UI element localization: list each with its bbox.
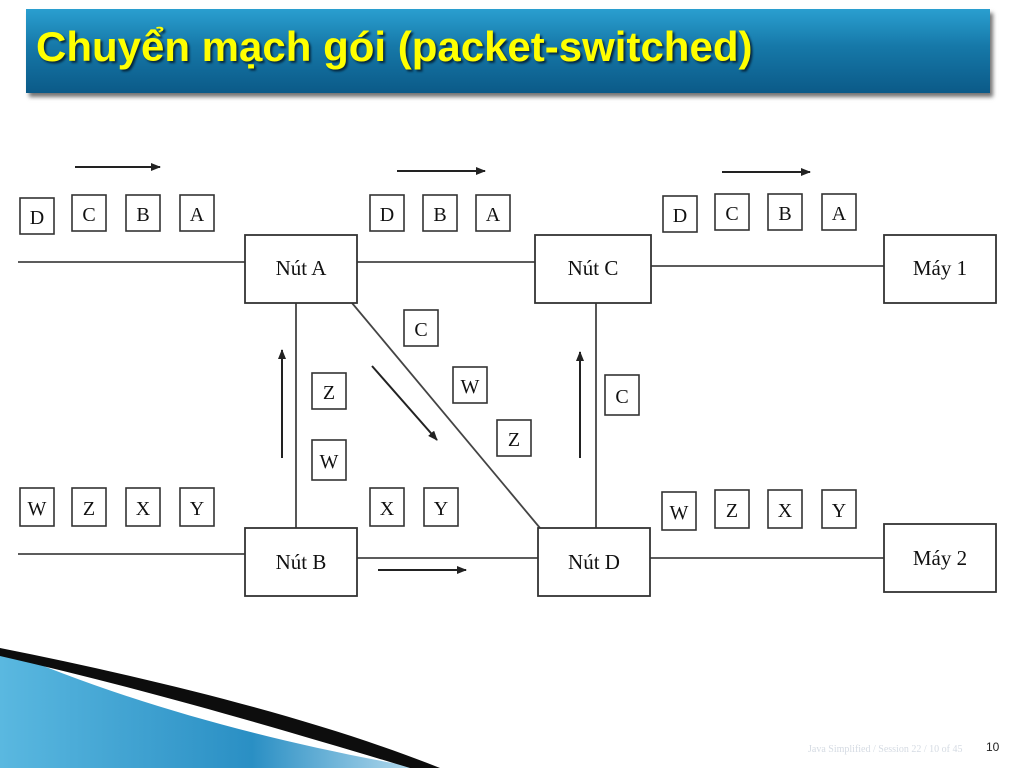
svg-text:C: C (615, 386, 628, 408)
packet: Z (496, 419, 532, 457)
svg-text:W: W (28, 498, 47, 520)
packet: D (662, 195, 698, 233)
packet: Z (311, 372, 347, 410)
packet: X (767, 489, 803, 529)
svg-text:B: B (433, 204, 446, 226)
link-nut-a-to-nut-d (351, 302, 541, 529)
packet-group-bottom-left: W Z X Y (19, 487, 215, 527)
svg-text:D: D (380, 204, 394, 226)
node-nut-c: Nút C (534, 234, 652, 304)
packet: D (369, 194, 405, 232)
packet: Z (714, 489, 750, 529)
svg-text:B: B (778, 203, 791, 225)
svg-text:Z: Z (508, 429, 520, 451)
node-label: Máy 1 (913, 256, 967, 280)
packet: A (475, 194, 511, 232)
node-may-2: Máy 2 (883, 523, 997, 593)
svg-text:D: D (673, 205, 687, 227)
packet-group-a-to-d: C W Z (403, 309, 532, 457)
svg-text:Y: Y (190, 498, 204, 520)
packet-group-bottom-right: W Z X Y (661, 489, 857, 531)
svg-text:Z: Z (83, 498, 95, 520)
svg-text:W: W (670, 502, 689, 524)
svg-text:W: W (461, 376, 480, 398)
packet: W (311, 439, 347, 481)
svg-text:D: D (30, 207, 44, 229)
packet: W (19, 487, 55, 527)
node-nut-b: Nút B (244, 527, 358, 597)
packet: C (604, 374, 640, 416)
packet-group-d-to-c: C (604, 374, 640, 416)
packet: Y (821, 489, 857, 529)
packet: X (125, 487, 161, 527)
node-label: Nút B (276, 550, 327, 574)
node-nut-a: Nút A (244, 234, 358, 304)
node-nut-d: Nút D (537, 527, 651, 597)
packet: X (369, 487, 405, 527)
svg-text:Z: Z (726, 500, 738, 522)
packet-group-bottom-middle: X Y (369, 487, 459, 527)
packet: C (71, 194, 107, 232)
svg-text:B: B (136, 204, 149, 226)
svg-text:A: A (486, 204, 501, 226)
svg-text:C: C (82, 204, 95, 226)
packet: D (19, 197, 55, 235)
direction-arrows (75, 163, 811, 574)
svg-text:C: C (414, 319, 427, 341)
packet-group-top-right: D C B A (662, 193, 857, 233)
title-bar: Chuyển mạch gói (packet-switched) (26, 9, 990, 93)
nodes: Nút A Nút C Máy 1 Nút B Nút D Máy 2 (244, 234, 997, 597)
arrow-diagonal-icon (371, 365, 438, 441)
packet: B (422, 194, 458, 232)
footer-note: Java Simplified / Session 22 / 10 of 45 (808, 744, 963, 755)
svg-text:A: A (832, 203, 847, 225)
packet: Y (179, 487, 215, 527)
svg-text:X: X (136, 498, 151, 520)
svg-text:C: C (725, 203, 738, 225)
packet: B (767, 193, 803, 231)
packets: D C B A D B A D C B A C W Z Z W (19, 193, 857, 531)
svg-text:Y: Y (434, 498, 448, 520)
slide-title: Chuyển mạch gói (packet-switched) (36, 23, 753, 70)
node-may-1: Máy 1 (883, 234, 997, 304)
packet: Y (423, 487, 459, 527)
svg-text:Y: Y (832, 500, 846, 522)
packet: A (179, 194, 215, 232)
packet: C (403, 309, 439, 347)
page-number: 10 (986, 740, 1000, 754)
svg-text:W: W (320, 451, 339, 473)
node-label: Máy 2 (913, 546, 967, 570)
packet: Z (71, 487, 107, 527)
node-label: Nút C (568, 256, 619, 280)
packet: C (714, 193, 750, 231)
svg-text:X: X (778, 500, 793, 522)
node-label: Nút D (568, 550, 620, 574)
packet: B (125, 194, 161, 232)
packet: W (661, 491, 697, 531)
packet-group-top-middle: D B A (369, 194, 511, 232)
svg-text:X: X (380, 498, 395, 520)
packet: A (821, 193, 857, 231)
packet-group-top-left: D C B A (19, 194, 215, 235)
links (18, 261, 884, 559)
packet: W (452, 366, 488, 404)
packet-group-b-to-a: Z W (311, 372, 347, 481)
svg-text:A: A (190, 204, 205, 226)
node-label: Nút A (276, 256, 328, 280)
corner-decoration (0, 648, 440, 768)
svg-text:Z: Z (323, 382, 335, 404)
